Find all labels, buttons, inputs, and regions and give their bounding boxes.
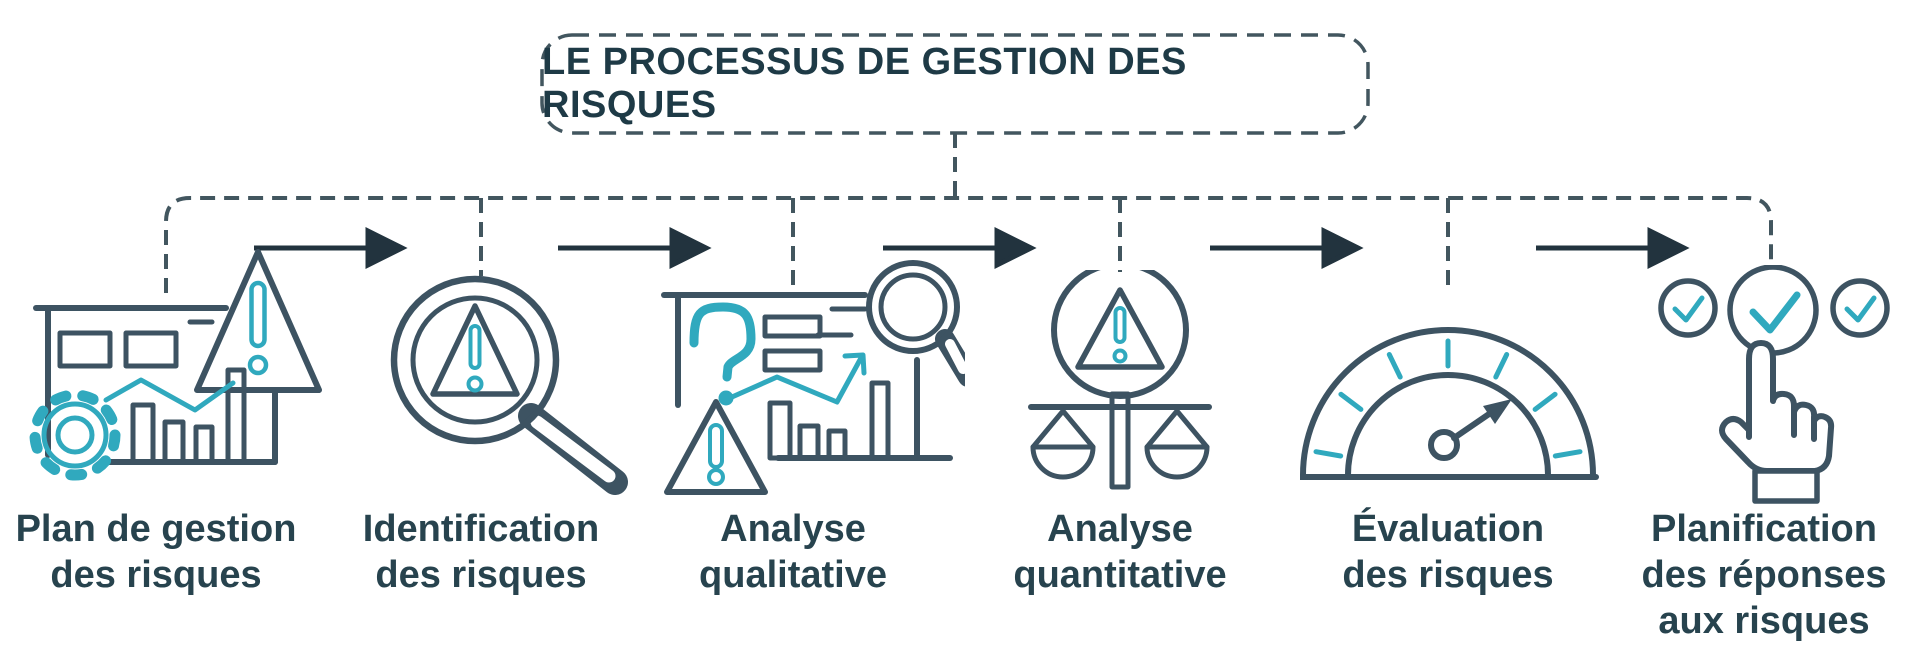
step-label-identification: Identification des risques [362, 508, 600, 596]
magnifier-warning-icon [390, 275, 628, 495]
hand-checkmarks-icon [1658, 265, 1890, 504]
dashboard-gear-warning-icon [29, 249, 322, 481]
chart-question-magnifier-icon [661, 260, 965, 495]
step-label-evaluation: Évaluation des risques [1342, 508, 1554, 596]
gauge-ticks [1313, 338, 1583, 459]
page-title: LE PROCESSUS DE GESTION DES RISQUES [542, 41, 1187, 126]
step-label-plan-de-gestion: Plan de gestion des risques [15, 508, 297, 596]
gauge-icon [1300, 327, 1599, 480]
step-label-analyse-qualitative: Analyse qualitative [699, 508, 887, 596]
step-label-planification-reponses: Planification des réponses aux risques [1641, 508, 1887, 642]
question-dot [718, 390, 734, 406]
arrow-icons [254, 226, 1690, 270]
needle-arrowhead [1483, 399, 1512, 424]
balance-warning-icon [1028, 270, 1212, 490]
step-label-analyse-quantitative: Analyse quantitative [1013, 508, 1227, 596]
